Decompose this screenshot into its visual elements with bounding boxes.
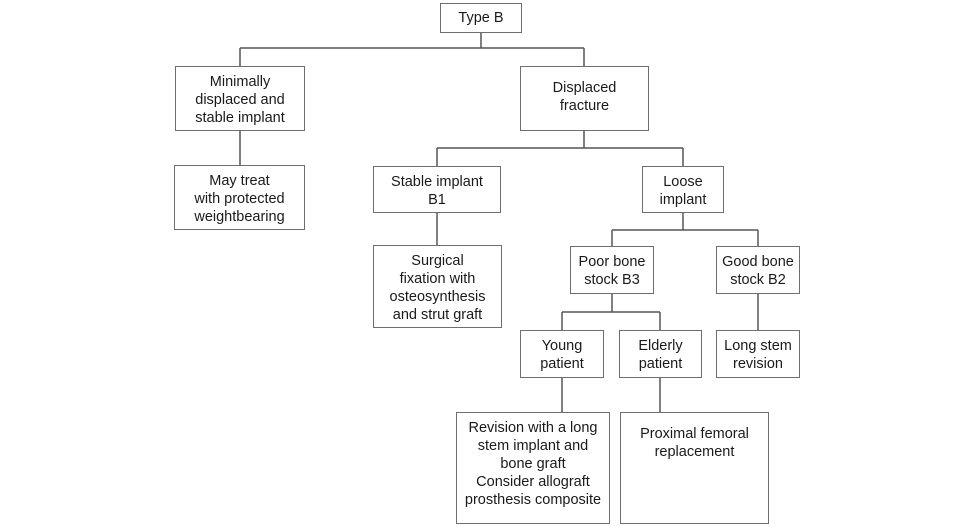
node-label: Surgical fixation with osteosynthesis an…	[389, 253, 486, 323]
node-protected-weightbearing: May treat with protected weightbearing	[174, 165, 305, 230]
node-label: Long stem revision	[724, 338, 792, 372]
node-label: Proximal femoral replacement	[640, 426, 749, 460]
node-label: Revision with a long stem implant and bo…	[464, 420, 602, 508]
node-label: Loose implant	[659, 174, 707, 208]
node-elderly-patient: Elderly patient	[619, 330, 702, 378]
node-label: Type B	[458, 10, 504, 26]
node-loose-implant: Loose implant	[642, 166, 724, 213]
node-revision-long-stem: Revision with a long stem implant and bo…	[456, 412, 610, 524]
node-label: Young patient	[540, 338, 584, 372]
node-label: Elderly patient	[638, 338, 683, 372]
node-stable-implant-b1: Stable implant B1	[373, 166, 501, 213]
node-label: Minimally displaced and stable implant	[195, 74, 285, 126]
node-young-patient: Young patient	[520, 330, 604, 378]
node-label: Poor bone stock B3	[578, 254, 646, 288]
node-label: May treat with protected weightbearing	[194, 173, 285, 225]
node-label: Displaced fracture	[552, 80, 617, 114]
node-label: Stable implant B1	[391, 174, 483, 208]
node-minimally-displaced: Minimally displaced and stable implant	[175, 66, 305, 131]
node-displaced-fracture: Displaced fracture	[520, 66, 649, 131]
node-surgical-fixation: Surgical fixation with osteosynthesis an…	[373, 245, 502, 328]
node-long-stem-revision: Long stem revision	[716, 330, 800, 378]
node-good-bone-stock-b2: Good bone stock B2	[716, 246, 800, 294]
node-proximal-femoral-replacement: Proximal femoral replacement	[620, 412, 769, 524]
node-type-b: Type B	[440, 3, 522, 33]
node-label: Good bone stock B2	[722, 254, 794, 288]
node-poor-bone-stock-b3: Poor bone stock B3	[570, 246, 654, 294]
